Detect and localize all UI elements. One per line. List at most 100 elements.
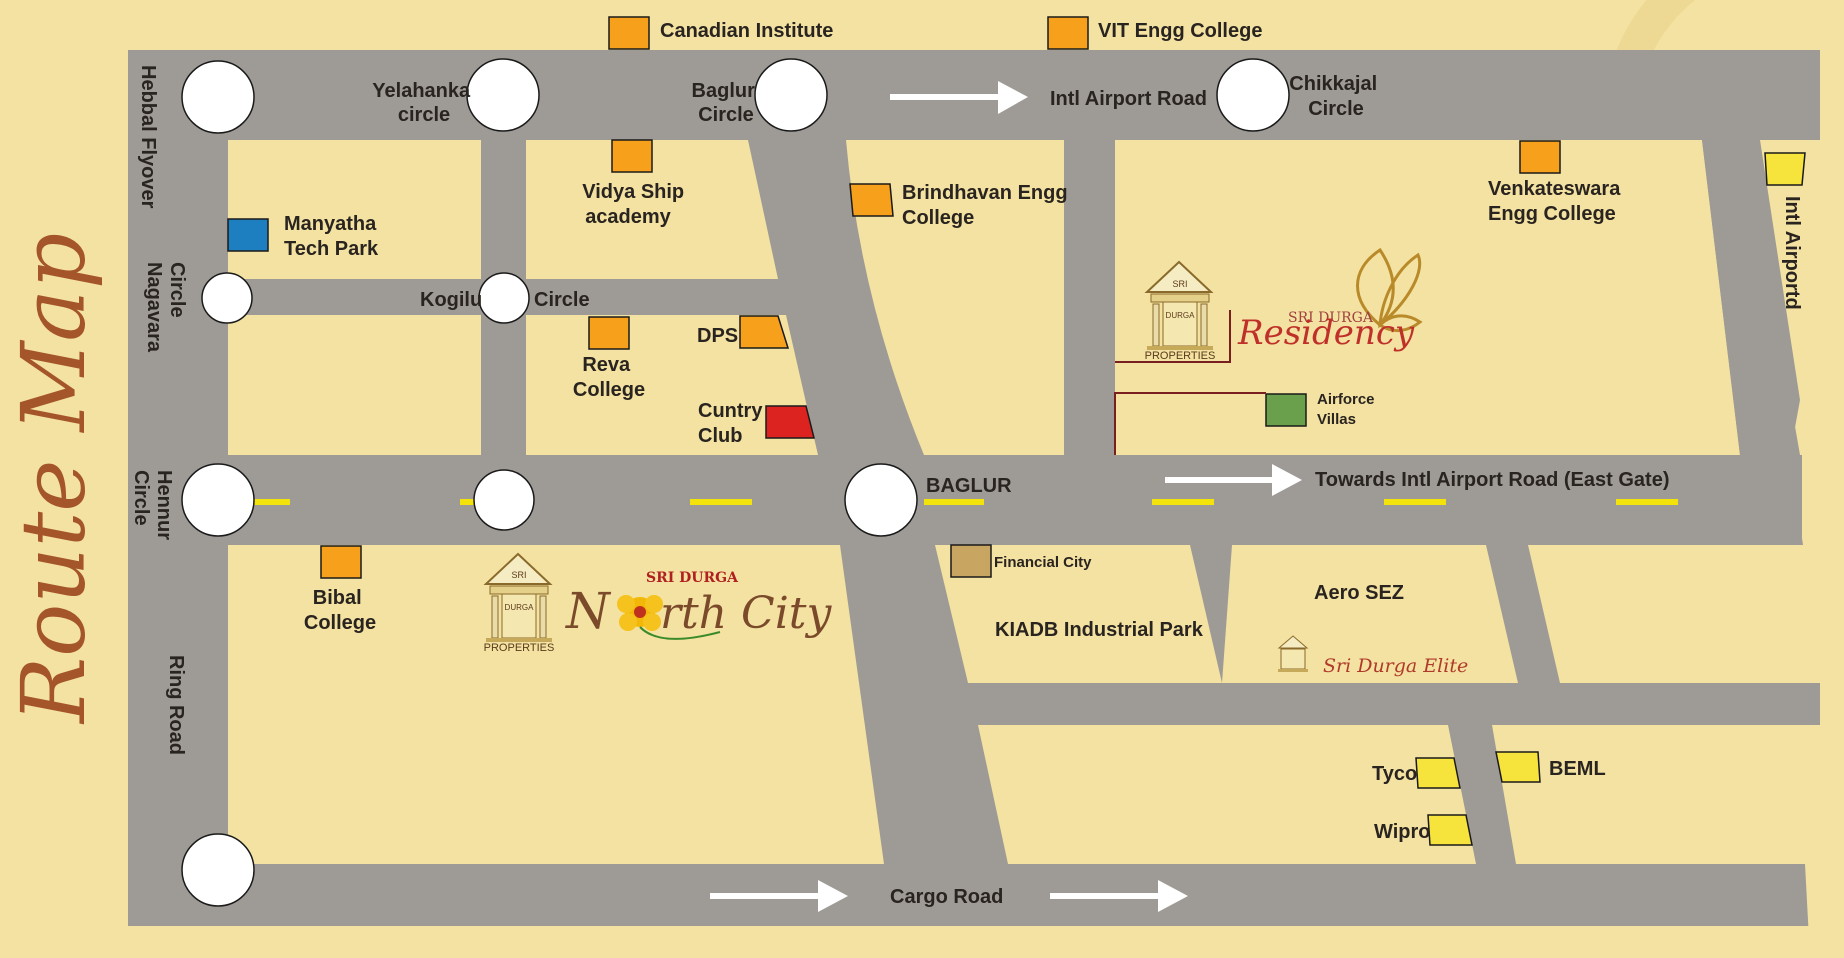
marker-manyatha <box>227 218 269 252</box>
leaf-icon <box>1356 247 1423 333</box>
label-wipro: Wipro <box>1374 821 1430 843</box>
road-label-ring-road: Ring Road <box>165 655 187 755</box>
marker-dps <box>739 315 790 349</box>
block <box>526 315 818 455</box>
road-label-intl-airport-road: Intl Airport Road <box>1050 88 1207 110</box>
label-vit-engg-college: VIT Engg College <box>1098 20 1262 42</box>
marker-wipro <box>1427 814 1473 846</box>
page-title: Route Map <box>2 233 105 725</box>
marker-bibal <box>320 545 362 579</box>
svg-text:rth City: rth City <box>660 588 832 639</box>
block <box>1743 50 1844 958</box>
connector-lines <box>1114 310 1266 455</box>
road-intl-airportd <box>1702 140 1800 455</box>
junction-circle-chikkajal <box>1216 58 1290 132</box>
marker-cuntry-club <box>765 405 815 439</box>
road-east-end <box>1700 455 1802 545</box>
marker-beml <box>1495 751 1541 783</box>
circle-label-kogilu-circle: Circle <box>534 289 590 311</box>
block <box>228 315 481 455</box>
marker-vidya-ship <box>611 139 653 173</box>
road-top-right <box>1700 50 1820 140</box>
label-dps: DPS <box>697 325 738 347</box>
marker-brindhavan <box>849 183 894 217</box>
marker-vit-engg-college <box>1047 16 1089 50</box>
arrow-icon <box>1165 464 1302 496</box>
junction-circle-baglur-junction <box>844 463 918 537</box>
label-canadian-institute: Canadian Institute <box>660 20 833 42</box>
circle-label-hennur: Hennur Circle <box>130 470 175 546</box>
road-label-hebbal-flyover: Hebbal Flyover <box>137 65 159 209</box>
road-label-cargo-road: Cargo Road <box>890 886 1003 908</box>
svg-text:SRI: SRI <box>1172 279 1187 289</box>
svg-text:SRI DURGA: SRI DURGA <box>1288 310 1374 326</box>
marker-airforce <box>1265 393 1307 427</box>
label-venkateswara: Venkateswara Engg College <box>1488 178 1626 225</box>
circle-label-nagavara: Nagavara Circle <box>143 262 188 358</box>
circle-label-baglur-junction: BAGLUR <box>926 475 1012 497</box>
label-brindhavan: Brindhavan Engg College <box>902 182 1073 229</box>
sri-durga-north-city-logo: SRI DURGA PROPERTIES SRI DURGA N rth Cit… <box>483 552 832 654</box>
marker-reva <box>588 316 630 350</box>
svg-text:SRI DURGA: SRI DURGA <box>646 570 739 586</box>
junction-circle-yelahanka <box>466 58 540 132</box>
label-beml: BEML <box>1549 758 1606 780</box>
block <box>526 140 778 279</box>
block <box>1115 140 1740 455</box>
label-aero-sez: Aero SEZ <box>1314 582 1404 604</box>
marker-intl-airportd <box>1764 152 1806 186</box>
block <box>228 545 884 864</box>
label-kiadb: KIADB Industrial Park <box>995 619 1204 641</box>
label-cuntry-club: Cuntry Club <box>698 400 768 447</box>
junction-circle-hebbal <box>181 60 255 134</box>
label-manyatha: Manyatha Tech Park <box>284 213 382 260</box>
circle-label-kogilu: Kogilu <box>420 289 482 311</box>
circle-label-yelahanka: Yelahanka circle <box>372 80 475 126</box>
landmark-markers <box>227 16 1806 846</box>
flower-icon <box>617 595 721 640</box>
circle-label-chikkajal: Chikkajal Circle <box>1289 73 1382 120</box>
label-vidya-ship: Vidya Ship academy <box>582 181 689 228</box>
temple-icon <box>1277 635 1309 649</box>
sri-durga-elite-logo: Sri Durga Elite <box>1277 635 1468 677</box>
block <box>1492 725 1820 864</box>
outer-strip <box>128 926 1844 958</box>
block <box>846 140 1064 455</box>
junction-circle-nagavara <box>201 272 253 324</box>
junction-circles <box>181 58 1290 907</box>
label-airforce: Airforce Villas <box>1317 391 1379 428</box>
arrow-icon <box>1050 880 1188 912</box>
block <box>978 725 1476 864</box>
svg-text:Sri Durga Elite: Sri Durga Elite <box>1323 655 1468 677</box>
label-financial-city: Financial City <box>994 554 1092 571</box>
svg-text:Residency: Residency <box>1237 313 1415 353</box>
svg-text:PROPERTIES: PROPERTIES <box>484 642 555 654</box>
block <box>1528 545 1820 683</box>
junction-circle-kogilu <box>478 272 530 324</box>
temple-icon <box>1144 260 1214 293</box>
svg-text:DURGA: DURGA <box>1166 311 1196 320</box>
road-label-towards-east-gate: Towards Intl Airport Road (East Gate) <box>1315 469 1669 491</box>
marker-financial-city <box>950 544 992 578</box>
label-bibal: Bibal College <box>304 587 376 634</box>
temple-icon <box>483 552 553 585</box>
junction-circle-hennur <box>181 463 255 537</box>
city-blocks <box>128 50 1844 958</box>
label-tyco: Tyco <box>1372 763 1417 785</box>
circle-label-baglur: Baglur Circle <box>692 80 761 126</box>
marker-canadian-institute <box>608 16 650 50</box>
sri-durga-residency-logo: SRI DURGA PROPERTIES SRI DURGA Residency <box>1144 247 1423 362</box>
junction-circle-mid <box>473 469 535 531</box>
junction-circle-baglur <box>754 58 828 132</box>
junction-circle-cargo <box>181 833 255 907</box>
block <box>228 140 481 279</box>
arrow-icon <box>710 880 848 912</box>
marker-tyco <box>1415 757 1461 789</box>
block <box>935 545 1222 683</box>
label-reva: Reva College <box>573 354 645 401</box>
arrow-icon <box>890 81 1028 114</box>
svg-text:DURGA: DURGA <box>505 603 535 612</box>
svg-text:PROPERTIES: PROPERTIES <box>1145 350 1216 362</box>
svg-text:SRI: SRI <box>511 570 526 580</box>
